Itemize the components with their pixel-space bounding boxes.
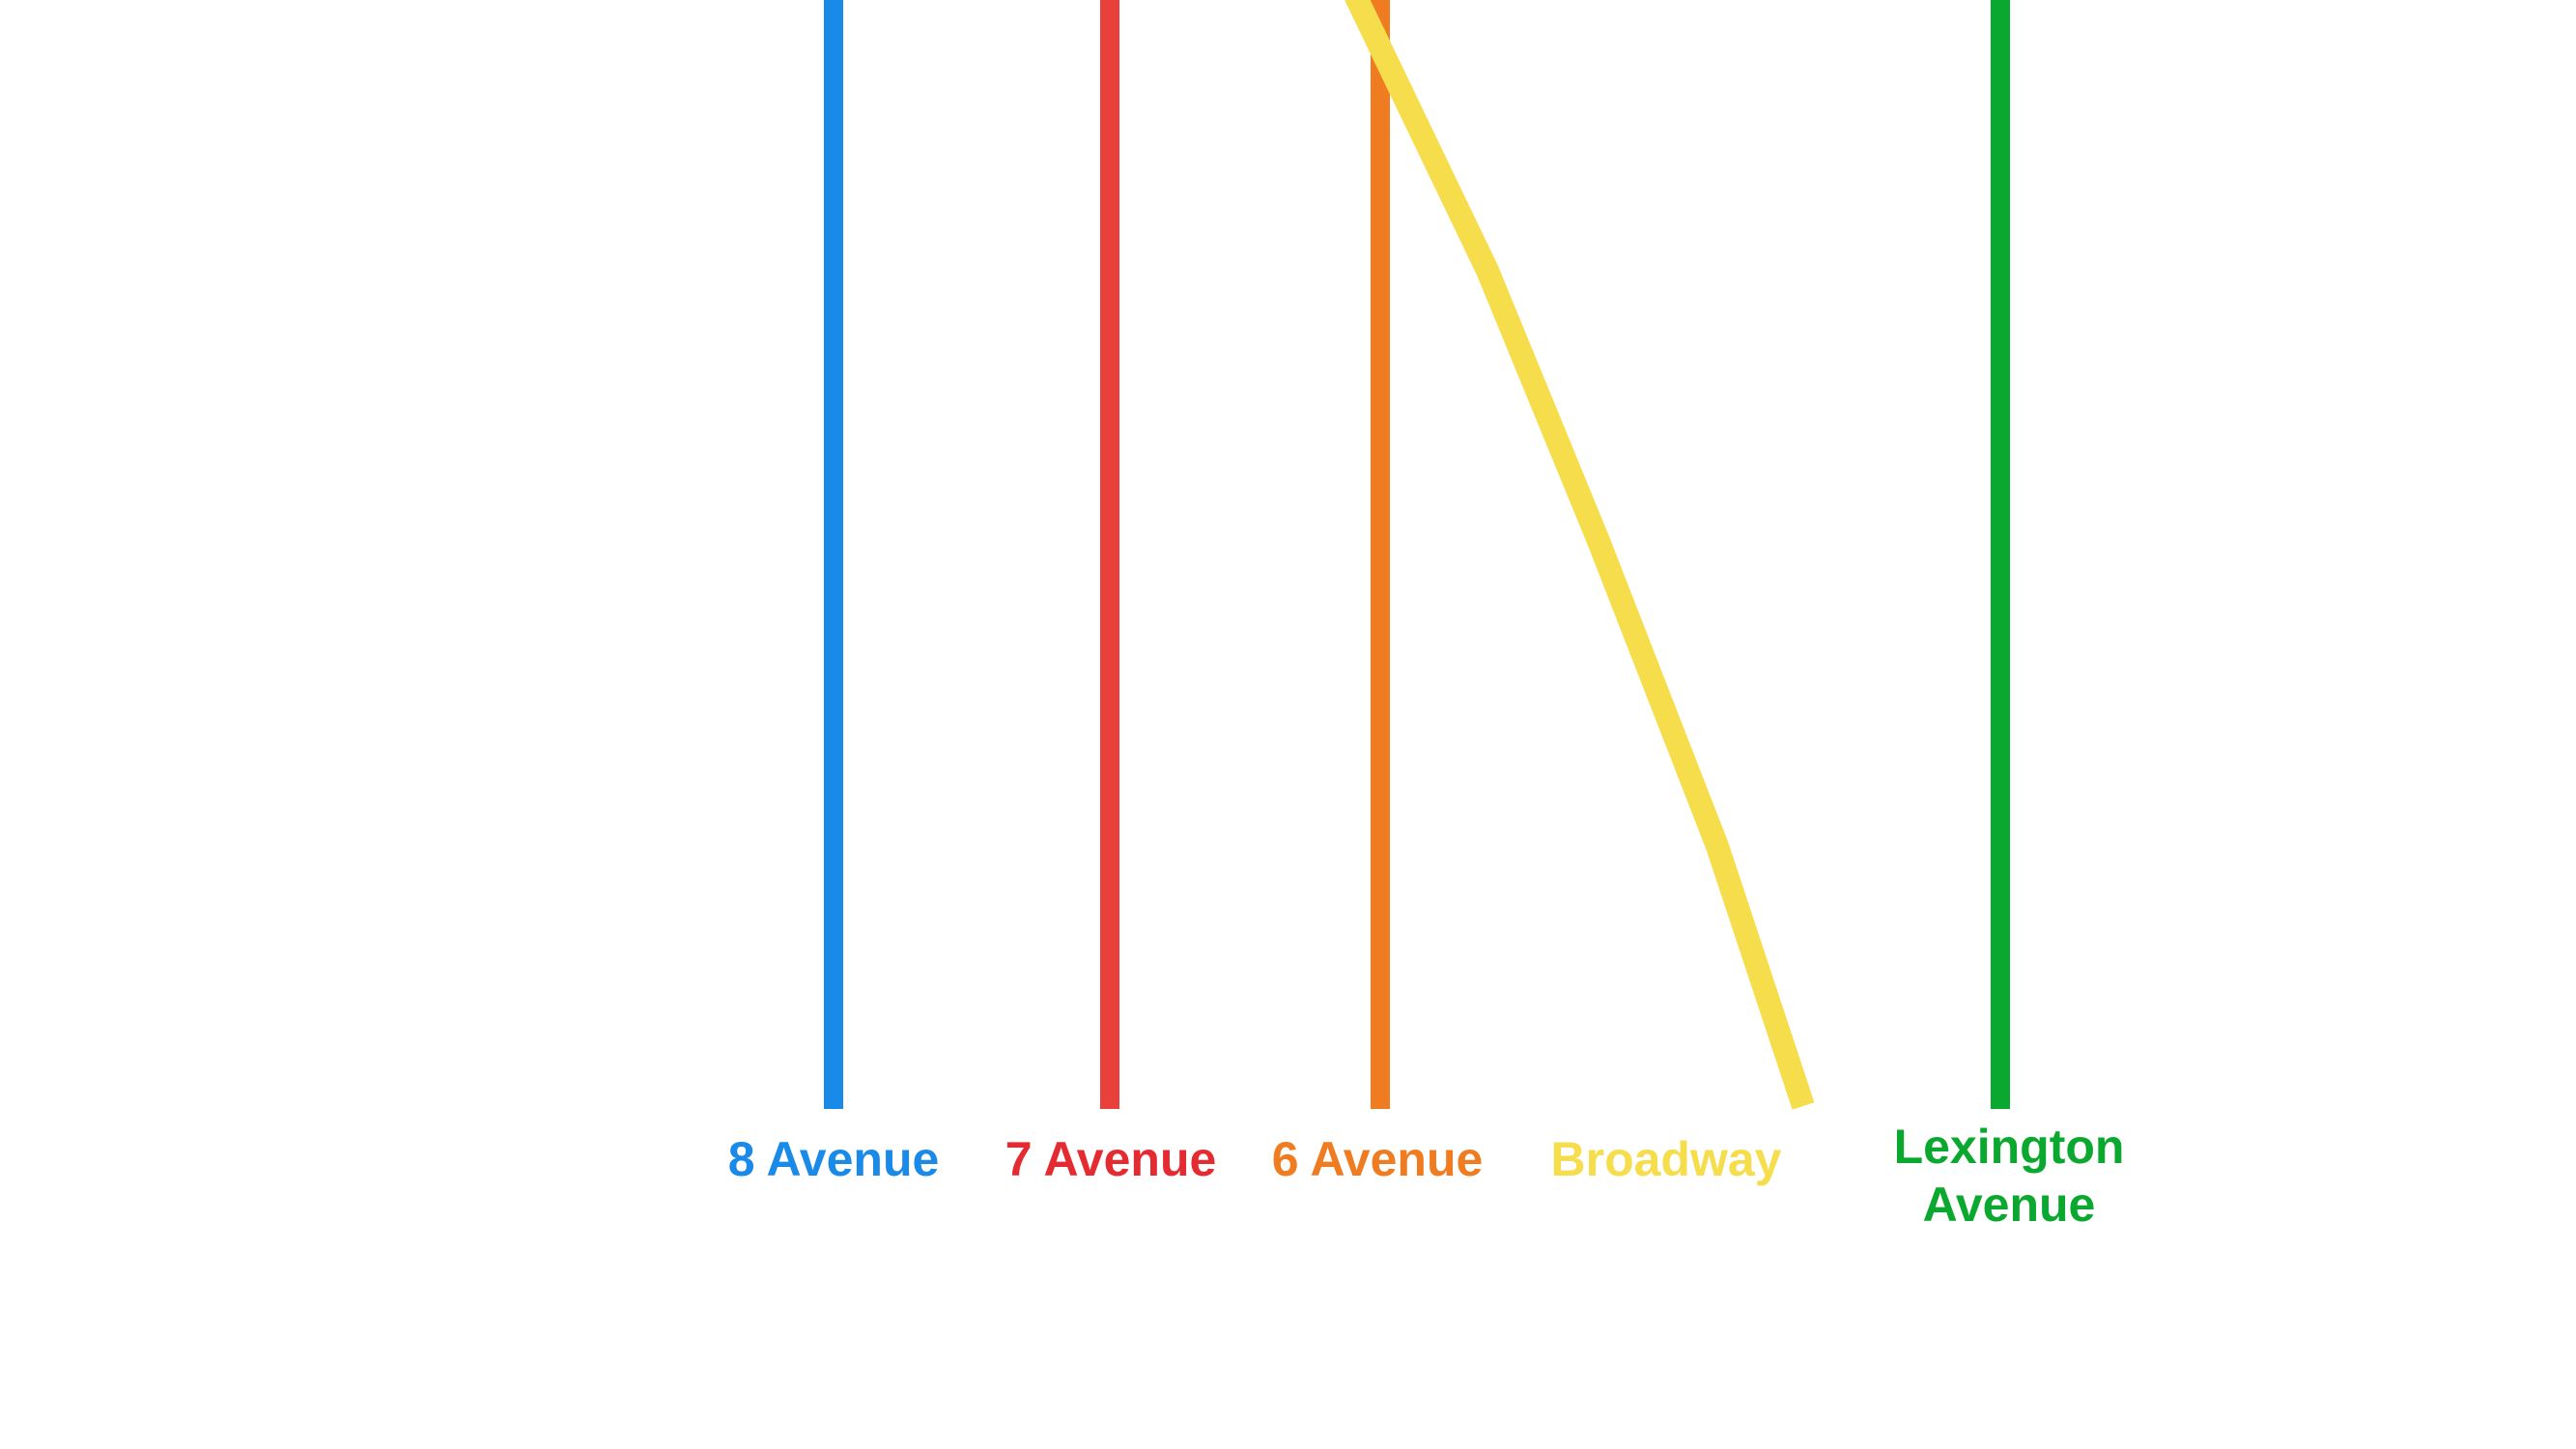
label-lexington-avenue: Lexington Avenue	[1864, 1118, 2154, 1234]
label-broadway: Broadway	[1550, 1132, 1782, 1186]
label-lexington-line2: Avenue	[1922, 1178, 2096, 1232]
label-7-avenue: 7 Avenue	[1005, 1132, 1217, 1186]
label-6-avenue: 6 Avenue	[1271, 1132, 1484, 1186]
label-8-avenue: 8 Avenue	[727, 1132, 940, 1186]
label-lexington-line1: Lexington	[1893, 1120, 2125, 1174]
route-line-broadway	[1345, 0, 1815, 1110]
